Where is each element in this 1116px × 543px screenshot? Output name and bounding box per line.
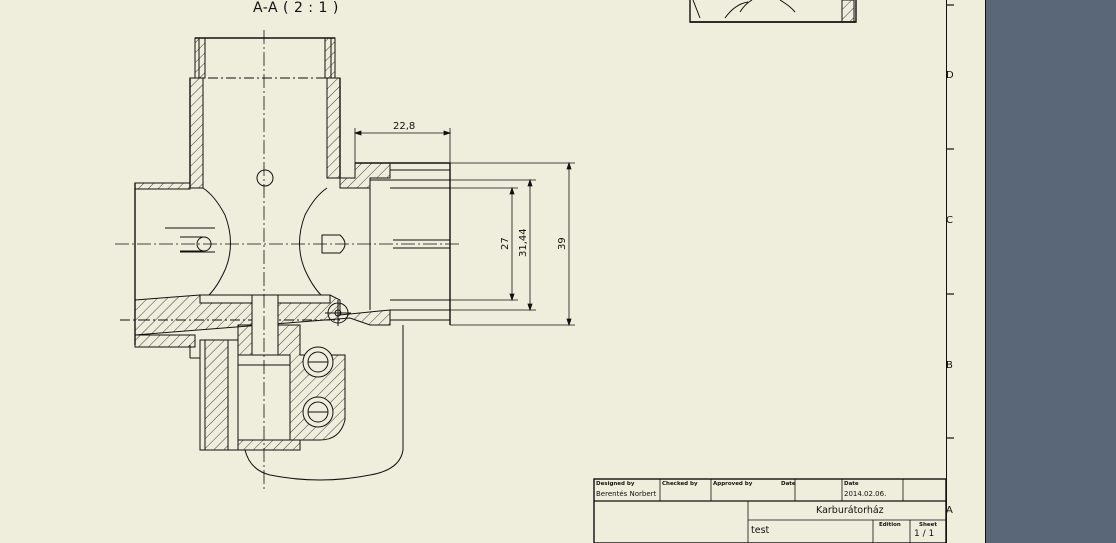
zone-label-a: A xyxy=(946,505,953,516)
designed-by-label: Designed by xyxy=(596,481,635,487)
description: test xyxy=(751,525,770,536)
date-label-2: Date xyxy=(844,481,859,487)
checked-by-label: Checked by xyxy=(662,481,698,487)
dimension-inner-2: 31,44 xyxy=(518,228,529,257)
zone-label-c: C xyxy=(946,215,953,226)
dimension-inner-1: 27 xyxy=(500,237,511,250)
section-title: A-A ( 2 : 1 ) xyxy=(253,0,339,16)
zone-strip xyxy=(946,0,986,543)
date-label-1: Date xyxy=(781,481,796,487)
dimension-outer: 39 xyxy=(557,237,568,250)
sheet-label: Sheet xyxy=(919,522,937,528)
title-block: Designed by Berentés Norbert Checked by … xyxy=(594,479,946,543)
dimension-lines xyxy=(353,128,575,327)
title-block-grid xyxy=(593,478,946,543)
zone-ticks xyxy=(946,4,954,439)
dimension-top-width: 22,8 xyxy=(393,121,415,132)
detail-view-fragment xyxy=(689,0,857,23)
sheet-value: 1 / 1 xyxy=(914,529,935,539)
drawing-canvas: 22,8 27 31,44 39 xyxy=(115,0,946,543)
edition-label: Edition xyxy=(879,522,901,528)
drawing-sheet xyxy=(0,0,946,543)
zone-label-d: D xyxy=(946,70,954,81)
approved-by-label: Approved by xyxy=(713,481,753,487)
zone-label-b: B xyxy=(946,360,953,371)
part-name: Karburátorház xyxy=(816,505,884,516)
designed-by-value: Berentés Norbert xyxy=(596,490,657,498)
date-value: 2014.02.06. xyxy=(844,490,887,498)
section-view xyxy=(115,30,460,490)
